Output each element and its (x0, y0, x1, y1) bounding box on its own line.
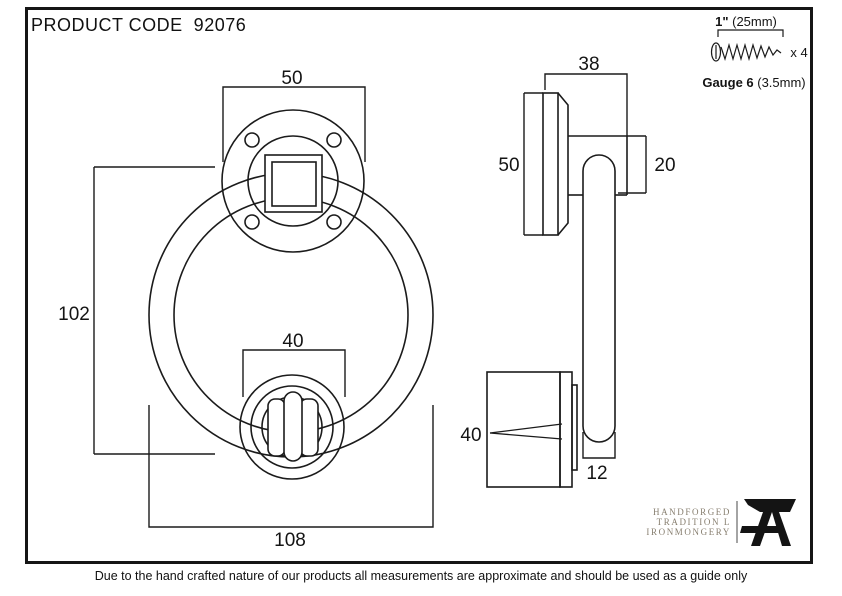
front-dim-width-bracket (222, 86, 366, 162)
side-dim-ring-label: 12 (586, 463, 607, 484)
logo-line1: HANDFORGED (653, 507, 731, 517)
striker-middle-circle (250, 385, 334, 469)
screw-hole (326, 214, 342, 230)
rose-outer-circle (221, 109, 365, 253)
side-striker-strip (571, 384, 578, 471)
screw-hole (244, 214, 260, 230)
side-boss (568, 135, 628, 196)
side-dim-boss-label: 20 (654, 155, 675, 176)
grip-center-rib (283, 391, 303, 462)
striker-outer-circle (239, 374, 345, 480)
screw-hole (326, 132, 342, 148)
boss-inner-square (271, 161, 317, 207)
product-code-title: PRODUCT CODE 92076 (31, 15, 247, 35)
drawing-frame (25, 7, 813, 564)
side-striker-plate (559, 371, 573, 488)
front-dim-overall-label: 108 (274, 530, 306, 551)
front-dim-height-label: 102 (58, 304, 90, 325)
boss-outer-square (264, 154, 323, 213)
front-view (93, 86, 434, 528)
screw-icon (710, 42, 782, 62)
screw-gauge-label: Gauge 6 (3.5mm) (702, 75, 805, 90)
screw-panel: 1" (25mm) x 4 Gauge 6 (3.5mm) (702, 14, 807, 90)
side-rose-back-slab (542, 92, 559, 236)
grip-left-rib (267, 398, 286, 457)
side-dim-striker-label: 40 (460, 425, 481, 446)
logo-line2: TRADITION L (657, 517, 731, 527)
logo-line3: IRONMONGERY (646, 527, 731, 537)
front-dim-striker-label: 40 (282, 331, 303, 352)
disclaimer-text: Due to the hand crafted nature of our pr… (94, 569, 748, 583)
side-dim-depth-bracket (544, 73, 628, 136)
side-striker-pointer (489, 423, 563, 440)
screw-length-bracket (717, 29, 784, 37)
side-rose-front-bevel (557, 92, 569, 236)
screw-length-label: 1" (25mm) (715, 14, 777, 29)
screw-hole (244, 132, 260, 148)
side-dim-depth-label: 38 (578, 54, 599, 75)
anvil-icon (740, 499, 796, 546)
brand-logo: HANDFORGED TRADITION L IRONMONGERY (646, 499, 796, 546)
front-dim-height-bracket (93, 166, 215, 455)
side-ring (582, 154, 616, 443)
front-dim-width-label: 50 (281, 68, 302, 89)
side-dim-ring-bracket (582, 432, 616, 459)
front-dim-striker-bracket (242, 349, 346, 397)
side-dim-boss-bracket (618, 135, 647, 194)
side-dim-plate-bracket (523, 92, 543, 236)
side-view (486, 73, 647, 488)
side-dim-plate-label: 50 (498, 155, 519, 176)
side-striker-block (486, 371, 561, 488)
screw-quantity-label: x 4 (790, 45, 807, 60)
front-dim-overall-bracket (148, 405, 434, 528)
